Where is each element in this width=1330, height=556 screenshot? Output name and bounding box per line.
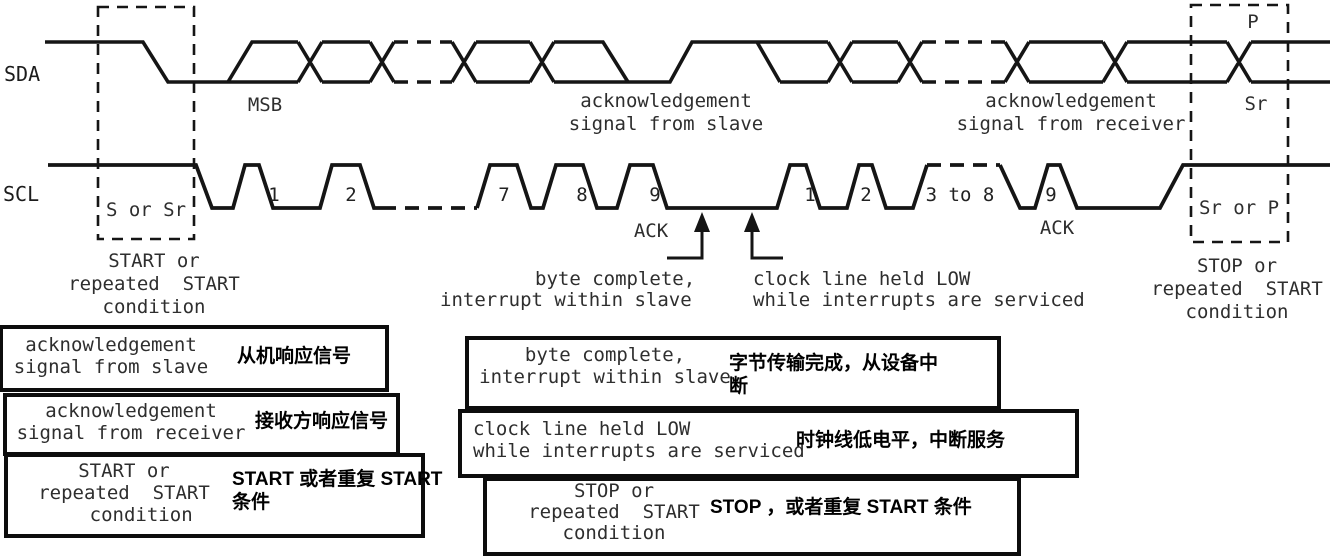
byte-complete-arrow <box>667 230 704 260</box>
clock-held-low-line1: clock line held LOW <box>753 268 971 290</box>
clock-held-low-line2: while interrupts are serviced <box>753 289 1085 311</box>
scl-pulse-number-9: 9 <box>649 184 661 206</box>
sda-waveform <box>45 40 1330 84</box>
scl-pulse-number-1b: 1 <box>804 184 816 206</box>
scl-pulse-number-7: 7 <box>498 184 510 206</box>
scl-pulse-number-8: 8 <box>576 184 588 206</box>
legend-english: START or repeated START condition <box>38 460 210 526</box>
ack-right-label: ACK <box>1039 217 1075 239</box>
legend-english: acknowledgement signal from slave <box>13 334 209 378</box>
legend-chinese: 字节传输完成，从设备中 断 <box>729 353 939 397</box>
ack-left-label: ACK <box>633 220 669 242</box>
stop-condition-label: STOP or repeated START condition <box>1151 255 1323 323</box>
sr-or-p-label: Sr or P <box>1198 197 1280 219</box>
legend-chinese: STOP ，或者重复 START 条件 <box>710 497 972 518</box>
scl-pulse-number-9b: 9 <box>1045 184 1057 206</box>
legend-english: clock line held LOW while interrupts are… <box>473 418 805 462</box>
legend-box-stop-condition: STOP or repeated START condition STOP ，或… <box>483 477 1021 556</box>
start-condition-dashed-box <box>96 5 196 241</box>
sda-signal-label: SDA <box>4 62 41 86</box>
clock-held-arrow <box>750 230 783 260</box>
legend-chinese: 时钟线低电平，中断服务 <box>796 430 1006 451</box>
legend-english: byte complete, interrupt within slave <box>479 344 731 388</box>
scl-signal-label: SCL <box>3 182 40 206</box>
legend-chinese: 接收方响应信号 <box>255 411 389 432</box>
waveform-svg <box>45 3 1330 260</box>
scl-waveform <box>48 163 1330 210</box>
start-condition-label: START or repeated START condition <box>68 250 240 318</box>
legend-box-byte-complete: byte complete, interrupt within slave 字节… <box>465 336 1001 410</box>
scl-pulse-number-2: 2 <box>345 184 357 206</box>
scl-pulse-number-1: 1 <box>268 184 280 206</box>
byte-complete-arrowhead <box>694 212 710 232</box>
clock-held-arrowhead <box>744 212 760 232</box>
legend-box-ack-slave: acknowledgement signal from slave 从机响应信号 <box>0 325 389 392</box>
byte-complete-line2: interrupt within slave <box>440 289 692 311</box>
byte-complete-line1: byte complete, <box>535 268 696 290</box>
legend-chinese: 从机响应信号 <box>237 346 352 367</box>
legend-chinese: START 或者重复 START 条件 <box>232 469 443 513</box>
scl-waveform-dashed <box>382 163 1000 210</box>
p-label: P <box>1247 11 1259 33</box>
legend-box-clock-held-low: clock line held LOW while interrupts are… <box>458 409 1079 478</box>
sda-waveform-dashed <box>394 40 1005 84</box>
ack-from-receiver-label: acknowledgement signal from receiver <box>956 90 1186 135</box>
legend-box-ack-receiver: acknowledgement signal from receiver 接收方… <box>3 393 400 456</box>
scl-pulse-number-3to8: 3 to 8 <box>925 184 995 206</box>
s-or-sr-label: S or Sr <box>105 199 187 221</box>
msb-label: MSB <box>247 94 283 116</box>
legend-english: STOP or repeated START condition <box>528 480 700 544</box>
scl-pulse-number-2b: 2 <box>860 184 872 206</box>
sr-label: Sr <box>1244 93 1268 115</box>
stop-condition-dashed-box <box>1189 3 1290 244</box>
ack-from-slave-label: acknowledgement signal from slave <box>568 90 764 135</box>
legend-box-start-condition: START or repeated START condition START … <box>4 453 442 538</box>
legend-english: acknowledgement signal from receiver <box>16 400 246 444</box>
